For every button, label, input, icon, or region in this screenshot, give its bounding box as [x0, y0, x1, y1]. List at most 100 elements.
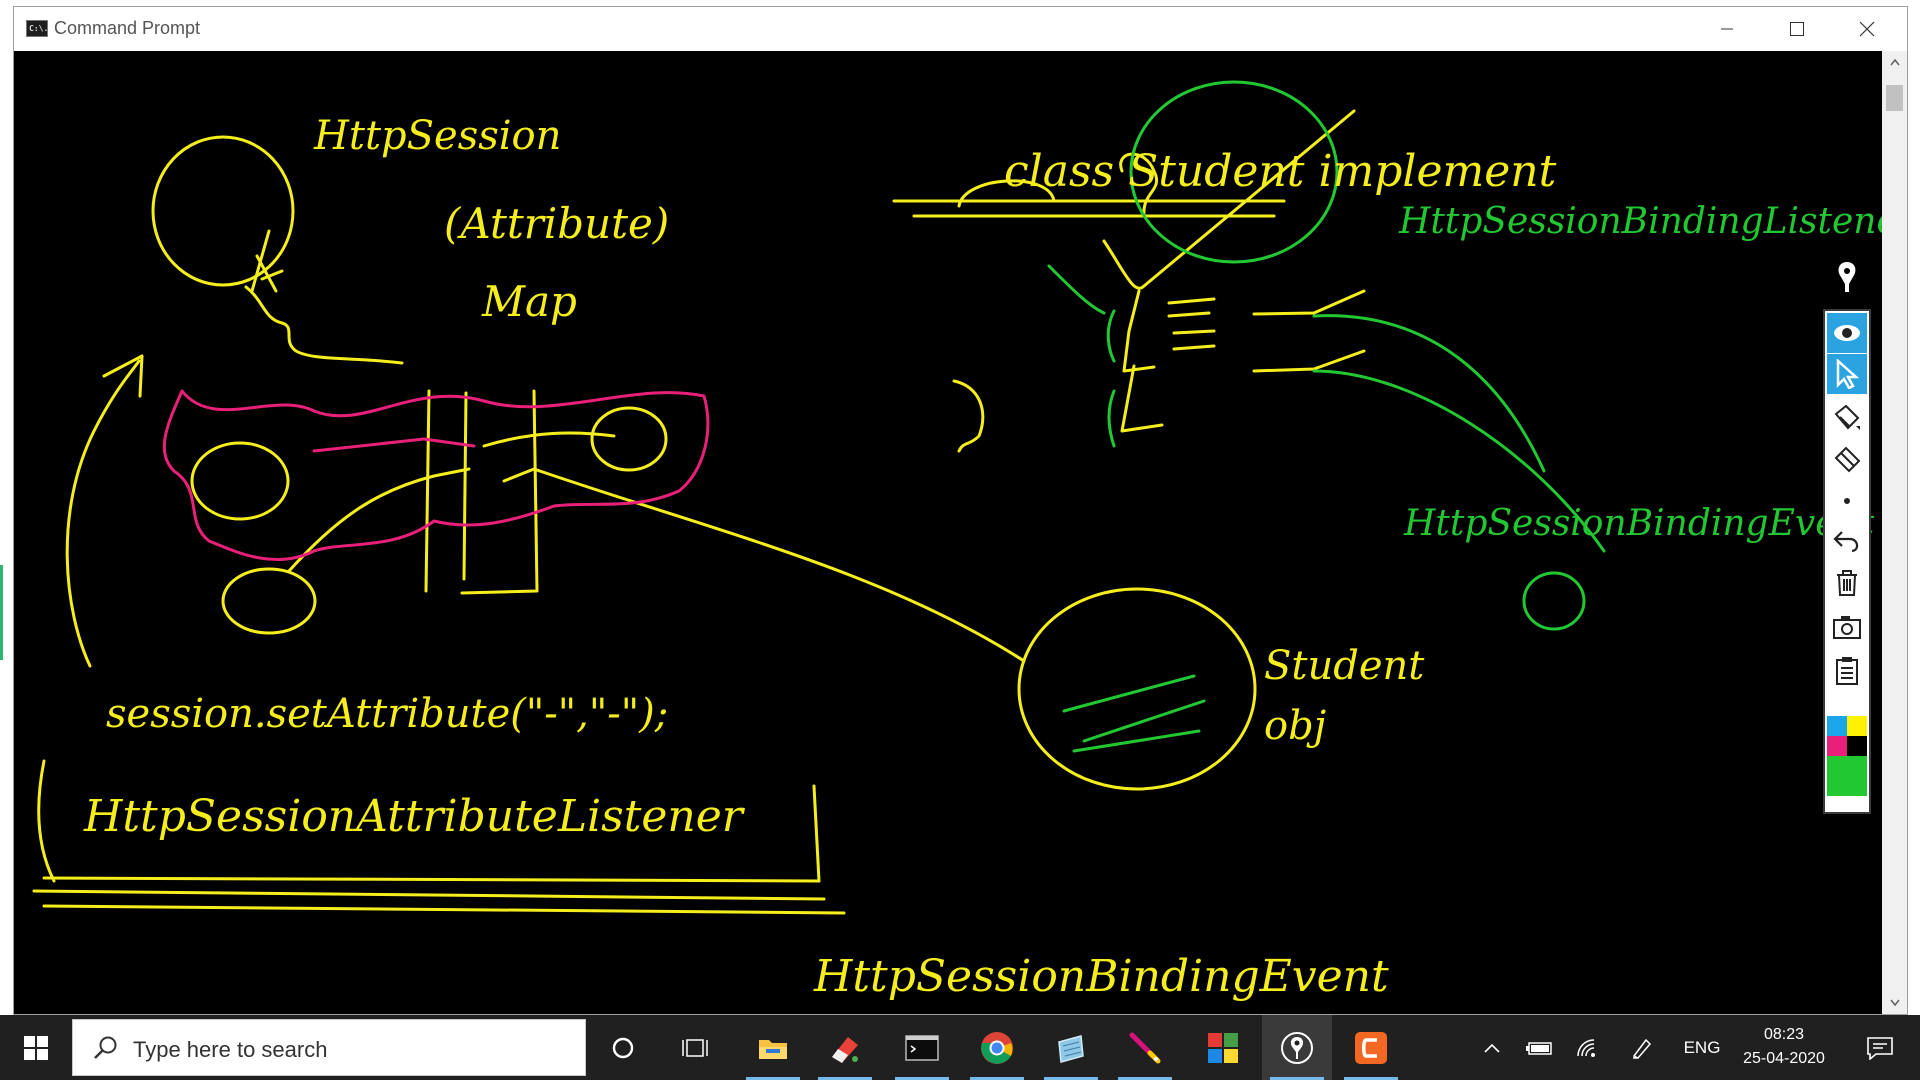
maximize-icon — [1790, 22, 1804, 36]
desktop-accent — [0, 565, 3, 660]
student-object-circle — [1017, 587, 1257, 791]
minimize-button[interactable] — [1692, 7, 1762, 51]
head-circle — [151, 135, 295, 287]
clipboard-icon[interactable] — [1827, 651, 1867, 691]
battery-button[interactable] — [1522, 1015, 1558, 1080]
paint-button[interactable] — [810, 1015, 880, 1080]
label-student-obj: Student obj — [1264, 643, 1425, 749]
epic-pen-toolbar[interactable] — [1822, 257, 1872, 817]
pen-logo-icon[interactable] — [1830, 257, 1864, 297]
clock-time: 08:23 — [1763, 1026, 1805, 1043]
desktop-background — [0, 0, 13, 1015]
paint-icon — [832, 1036, 858, 1063]
ink-layer — [32, 80, 1606, 915]
winrar-icon — [1208, 1032, 1238, 1063]
camera-icon[interactable] — [1827, 607, 1867, 647]
chrome-button[interactable] — [962, 1015, 1032, 1080]
command-prompt-button[interactable] — [887, 1015, 957, 1080]
eye-icon[interactable] — [1827, 313, 1867, 353]
clock-date: 25-04-2020 — [1743, 1050, 1825, 1067]
map-outline — [162, 389, 710, 561]
magenta-ink — [162, 389, 710, 561]
pen-workspace-button[interactable] — [1624, 1015, 1660, 1080]
wifi-icon — [1577, 1038, 1595, 1057]
show-hidden-icons-button[interactable] — [1474, 1015, 1510, 1080]
pen-tool-button[interactable] — [1110, 1015, 1180, 1080]
arrow-to-event-1 — [1312, 314, 1546, 473]
swatch-green-selected[interactable] — [1827, 756, 1867, 796]
map-grid — [424, 389, 539, 595]
search-icon — [94, 1036, 117, 1059]
scroll-up-button[interactable] — [1882, 51, 1907, 73]
dot-icon[interactable] — [1827, 481, 1867, 521]
bracket-1 — [1106, 309, 1116, 363]
minimize-icon — [1721, 28, 1733, 30]
undo-icon[interactable] — [1827, 521, 1867, 561]
label-class-student: class Student implement — [1004, 146, 1557, 197]
map-entry-link — [482, 431, 616, 448]
language-label: ENG — [1683, 1037, 1721, 1057]
highlighter-icon[interactable] — [1827, 397, 1867, 437]
winrar-button[interactable] — [1188, 1015, 1258, 1080]
arrow-to-student — [502, 467, 1026, 663]
listener-underline — [32, 889, 846, 915]
body-squiggle — [244, 285, 404, 365]
method-bracket-marks — [1120, 289, 1164, 433]
task-view-button[interactable] — [660, 1015, 730, 1080]
big-arrow-shaft — [65, 359, 141, 668]
start-button[interactable] — [0, 1015, 72, 1080]
label-binding-event-yellow: HttpSessionBindingEvent — [814, 951, 1389, 1002]
cmd-app-icon: C:\. — [26, 20, 48, 37]
arrow-to-event-2 — [1312, 369, 1606, 553]
windows-icon — [24, 1035, 48, 1060]
pen-tools-panel — [1823, 309, 1871, 814]
cortana-button[interactable] — [588, 1015, 658, 1080]
cursor-icon[interactable] — [1827, 354, 1867, 394]
class-text-strokes — [957, 152, 1159, 218]
vertical-scrollbar[interactable] — [1882, 51, 1907, 1014]
eraser-icon[interactable] — [1827, 439, 1867, 479]
close-button[interactable] — [1832, 7, 1902, 51]
method-check-marks — [1252, 289, 1366, 373]
map-entry-circle-2 — [221, 567, 317, 635]
notepad-icon — [1058, 1034, 1084, 1063]
taskbar: Type here to search — [0, 1015, 1920, 1080]
arrow-to-map — [287, 467, 471, 573]
method-lines — [1167, 297, 1216, 351]
arrow-student-left — [1047, 264, 1106, 315]
battery-icon — [1526, 1041, 1552, 1055]
bracket-2 — [1107, 389, 1116, 448]
swatch-yellow[interactable] — [1847, 716, 1867, 736]
file-explorer-button[interactable] — [738, 1015, 808, 1080]
title-bar[interactable]: C:\. Command Prompt — [14, 7, 1907, 51]
trash-icon[interactable] — [1827, 563, 1867, 603]
scroll-down-button[interactable] — [1882, 992, 1907, 1014]
listener-box — [37, 759, 821, 883]
close-icon — [1859, 21, 1875, 37]
swatch-black[interactable] — [1847, 736, 1867, 756]
screencast-button[interactable] — [1336, 1015, 1406, 1080]
search-placeholder: Type here to search — [133, 1037, 328, 1062]
command-prompt-icon — [905, 1034, 939, 1061]
scroll-thumb[interactable] — [1886, 85, 1903, 111]
clock[interactable]: 08:23 25-04-2020 — [1736, 1023, 1832, 1071]
big-arrow-head — [102, 354, 144, 398]
file-explorer-icon — [759, 1039, 787, 1059]
language-indicator[interactable]: ENG — [1680, 1015, 1724, 1080]
green-ink — [1047, 80, 1606, 753]
yellow-ink — [32, 109, 1366, 915]
wifi-button[interactable] — [1570, 1015, 1606, 1080]
notepad-button[interactable] — [1036, 1015, 1106, 1080]
label-attribute: (Attribute) — [444, 199, 670, 248]
action-center-button[interactable] — [1852, 1015, 1908, 1080]
pen-tool-icon — [1129, 1032, 1161, 1063]
attr-a-mark — [250, 229, 284, 293]
command-prompt-window[interactable]: C:\. Command Prompt — [13, 6, 1908, 1015]
swatch-blue[interactable] — [1827, 716, 1847, 736]
drawing-canvas[interactable]: HttpSession (Attribute) Map session.setA… — [14, 51, 1907, 1014]
maximize-button[interactable] — [1762, 7, 1832, 51]
search-box[interactable]: Type here to search — [72, 1019, 586, 1076]
epic-pen-button[interactable] — [1262, 1015, 1332, 1080]
student-hatch — [1062, 674, 1206, 753]
swatch-magenta[interactable] — [1827, 736, 1847, 756]
